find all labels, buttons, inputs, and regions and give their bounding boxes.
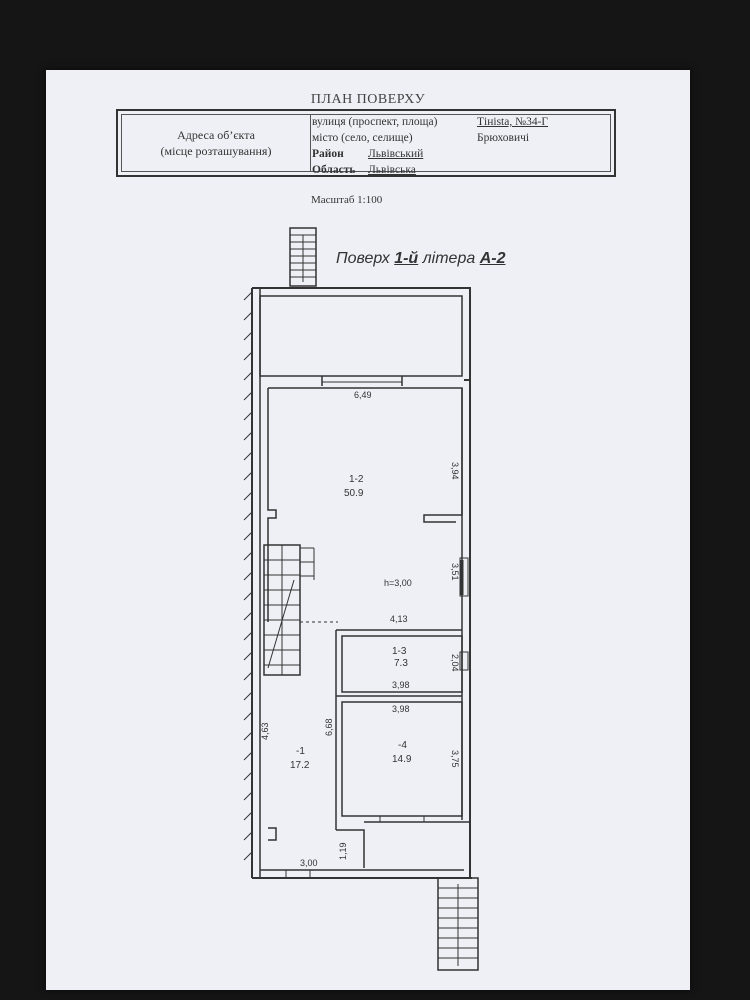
city-value: Брюховичі bbox=[477, 132, 530, 144]
outer-wall-top bbox=[252, 287, 471, 381]
bottom-stair-treads bbox=[438, 884, 478, 966]
room-4-area: 14.9 bbox=[392, 754, 412, 765]
street-value: Тінista, №34-Г bbox=[477, 116, 549, 128]
dim-bottom-1-19: 1,19 bbox=[338, 842, 348, 860]
left-wall-hatch bbox=[243, 291, 253, 861]
address-label: Адреса об’єкта bbox=[177, 128, 255, 142]
street-label: вулиця (проспект, площа) bbox=[312, 116, 438, 128]
top-stair bbox=[289, 227, 317, 287]
dim-room3-width: 3,98 bbox=[392, 680, 410, 690]
region-value: Львівська bbox=[368, 164, 416, 176]
room-1-3-area: 7.3 bbox=[394, 658, 408, 669]
room-4-id: -4 bbox=[398, 740, 407, 751]
floor-title: Поверх 1-й літера А-2 bbox=[336, 250, 505, 268]
scale-label: Масштаб 1:100 bbox=[311, 194, 383, 206]
dim-ceiling: h=3,00 bbox=[384, 578, 412, 588]
page-title: ПЛАН ПОВЕРХУ bbox=[310, 92, 426, 107]
city-label: місто (село, селище) bbox=[312, 132, 413, 144]
dim-corridor-6-68: 6,68 bbox=[324, 718, 334, 736]
address-sublabel: (місце розташування) bbox=[160, 144, 272, 158]
internal-stair-treads bbox=[264, 545, 315, 675]
dim-right-3-51: 3,51 bbox=[450, 563, 460, 581]
bottom-stair bbox=[437, 877, 479, 971]
dim-mid-width: 4,13 bbox=[390, 614, 408, 624]
entry-door bbox=[285, 869, 311, 879]
room-1-3 bbox=[341, 635, 463, 693]
floor-letter: А-2 bbox=[479, 250, 506, 267]
dim-room4-width: 3,98 bbox=[392, 704, 410, 714]
room-1-id: -1 bbox=[296, 746, 305, 757]
district-value: Львівський bbox=[368, 148, 424, 160]
floor-number: 1-й bbox=[394, 250, 419, 267]
dim-top-width: 6,49 bbox=[354, 390, 372, 400]
dim-bottom-3-00: 3,00 bbox=[300, 858, 318, 868]
floor-prefix: Поверх bbox=[336, 250, 395, 267]
document-sheet: ПЛАН ПОВЕРХУ Адреса об’єкта (місце розта… bbox=[46, 70, 690, 990]
dim-room2-height: 3,94 bbox=[450, 462, 460, 480]
room-1-2-area: 50.9 bbox=[344, 488, 364, 499]
dim-left-4-63: 4,63 bbox=[260, 722, 270, 740]
floor-plan-drawing: 6,49 3,94 3,51 h=3,00 4,13 2,04 3,98 3,9… bbox=[243, 227, 479, 971]
district-label: Район bbox=[312, 148, 344, 160]
terrace bbox=[259, 295, 463, 377]
region-label: Область bbox=[312, 164, 356, 176]
dim-right-2-04: 2,04 bbox=[450, 654, 460, 672]
room-1-2-id: 1-2 bbox=[349, 474, 364, 485]
dim-room4-height: 3,75 bbox=[450, 750, 460, 768]
room-1-3-id: 1-3 bbox=[392, 646, 407, 657]
room-1-area: 17.2 bbox=[290, 760, 310, 771]
address-table: Адреса об’єкта (місце розташування) вули… bbox=[116, 109, 616, 177]
floor-middle: літера bbox=[418, 250, 480, 267]
top-stair-treads bbox=[290, 234, 316, 282]
room-1-2-walls bbox=[268, 387, 463, 523]
address-label-cell: Адреса об’єкта (місце розташування) bbox=[122, 115, 311, 171]
